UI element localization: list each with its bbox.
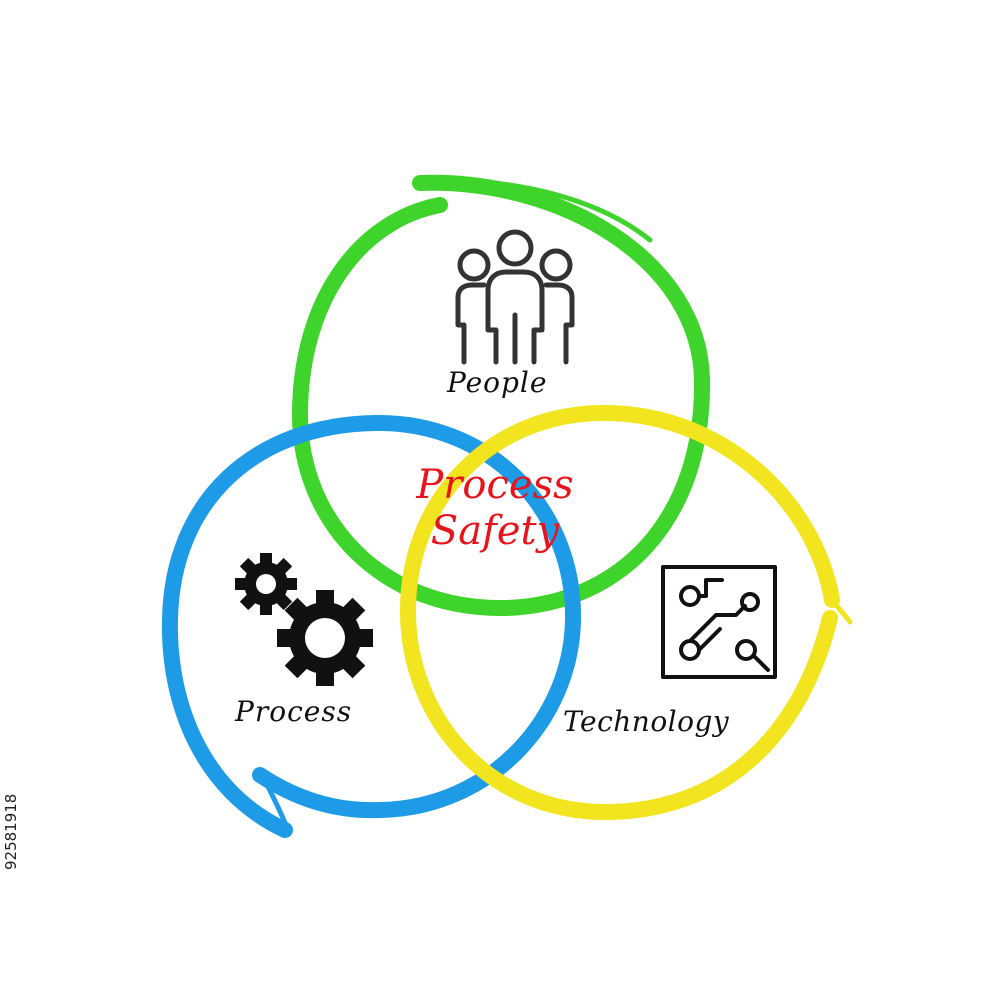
stock-id: 92581918 <box>2 793 20 870</box>
center-title: Process Safety <box>370 462 620 554</box>
center-title-line1: Process <box>416 462 574 508</box>
people-circle <box>291 174 711 617</box>
circuit-board-icon <box>661 565 777 679</box>
gears-icon <box>235 553 373 686</box>
technology-circle <box>399 404 853 821</box>
people-group-icon <box>455 229 575 365</box>
process-label: Process <box>235 695 353 728</box>
center-title-line2: Safety <box>430 508 560 554</box>
technology-label: Technology <box>563 705 730 738</box>
people-label: People <box>447 366 548 399</box>
